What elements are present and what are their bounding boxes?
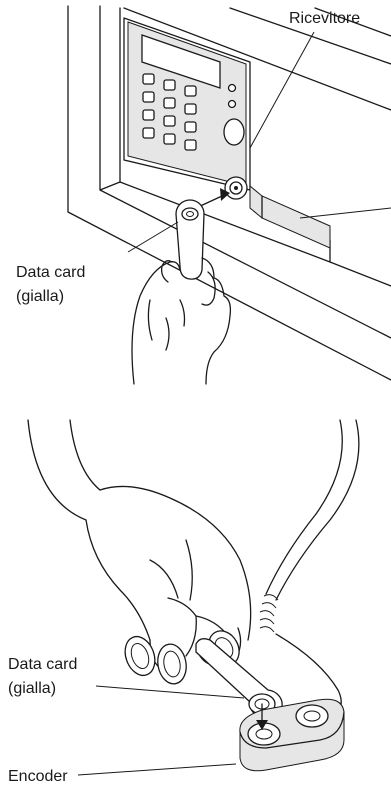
handle-leader-line — [300, 208, 391, 218]
coiled-cable — [260, 420, 359, 716]
label-data-card-top-line1: Data card — [16, 262, 85, 284]
label-data-card-bottom-line1: Data card — [8, 654, 77, 676]
label-encoder: Encoder — [8, 766, 68, 788]
handle-and-receiver — [196, 177, 330, 248]
data-card-top-leader-line — [128, 222, 178, 252]
ricevitore-leader-line — [250, 32, 314, 148]
encoder-leader-line — [78, 764, 236, 775]
label-data-card-top-line2: (gialla) — [16, 286, 64, 308]
label-ricevitore: Ricevitore — [289, 8, 360, 30]
label-data-card-bottom-line2: (gialla) — [8, 678, 56, 700]
hand-with-card-top — [132, 200, 230, 384]
data-card-bottom-leader-line — [96, 686, 244, 698]
